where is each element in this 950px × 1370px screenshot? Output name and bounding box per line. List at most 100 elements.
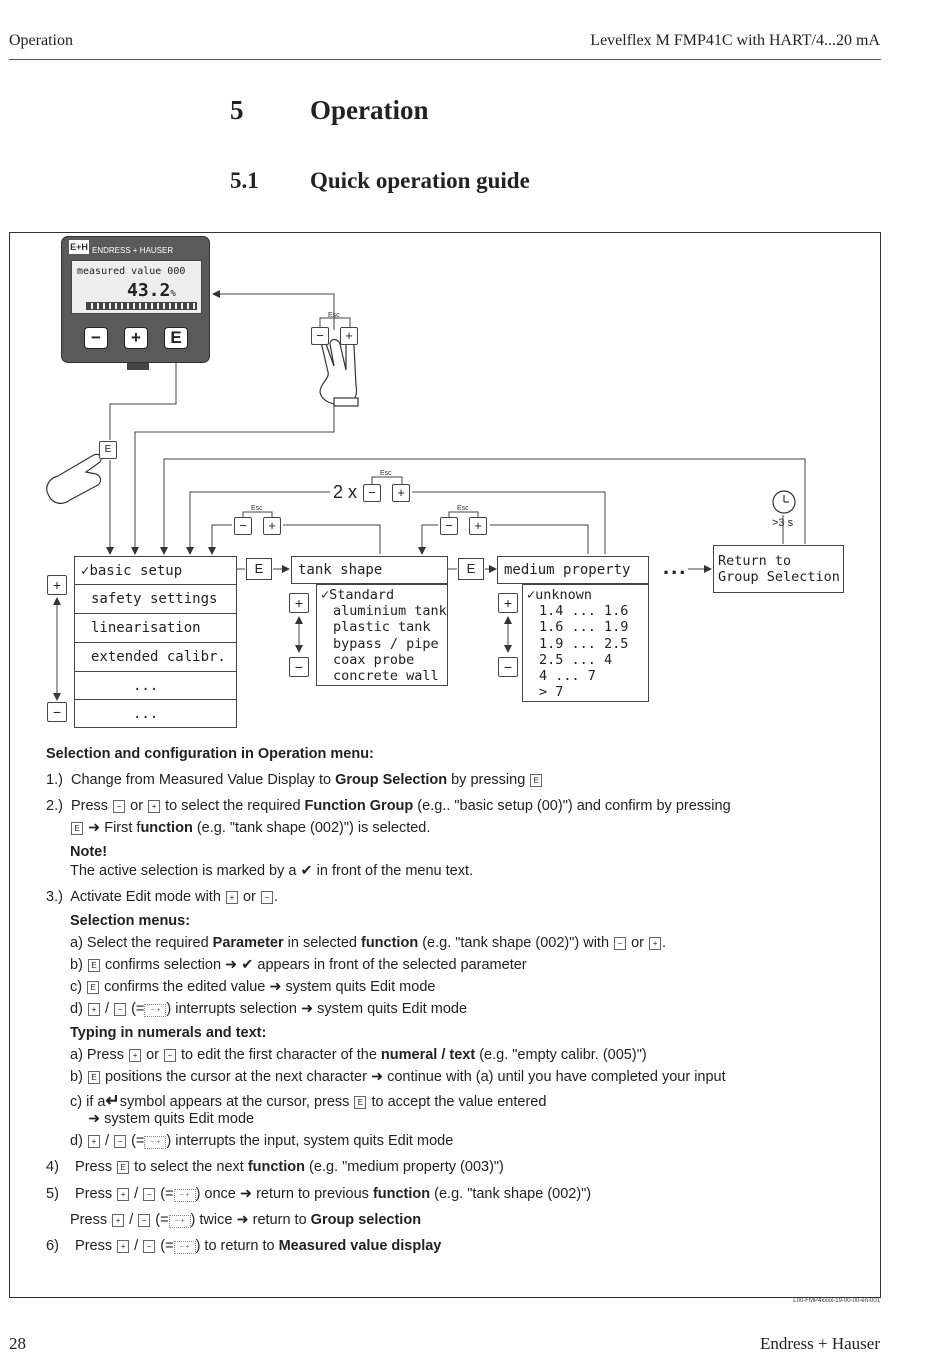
minus-key-icon: − xyxy=(138,1214,151,1227)
typing-heading: Typing in numerals and text: xyxy=(70,1025,267,1041)
medium-option-4[interactable]: 2.5 ... 4 xyxy=(539,652,613,668)
step-text: to edit the first character of the xyxy=(181,1047,381,1063)
step-text: or xyxy=(130,798,144,814)
plus-key-icon: + xyxy=(129,1049,142,1062)
step-text: to select the required xyxy=(165,798,305,814)
minus-key-tank[interactable]: − xyxy=(289,657,309,677)
step-bold: Group selection xyxy=(310,1212,422,1228)
lcd-value: 43.2% xyxy=(127,280,176,301)
plus-key-esc-b[interactable]: + xyxy=(469,517,487,535)
device-e-button[interactable]: E xyxy=(164,327,188,349)
step-5b: Press + / − (=− +) twice ➜ return to Gro… xyxy=(70,1212,421,1228)
typ-d: d) + / − (=− +) interrupts the input, sy… xyxy=(70,1133,453,1149)
medium-option-3[interactable]: 1.9 ... 2.5 xyxy=(539,636,629,652)
e-key-to-function[interactable]: E xyxy=(246,558,272,580)
checkmark-icon: ✓ xyxy=(527,587,536,603)
group-item-more-1[interactable]: ... xyxy=(75,672,236,700)
step-number: 5) xyxy=(46,1186,59,1202)
section-heading: 5.1 Quick operation guide xyxy=(230,168,530,194)
group-selection-menu: ✓basic setup safety settings linearisati… xyxy=(74,556,237,728)
plus-key-esc-a[interactable]: + xyxy=(263,517,281,535)
tank-option-bypass[interactable]: bypass / pipe xyxy=(333,636,439,652)
timeout-label: >3 s xyxy=(772,517,794,529)
minus-key-esc-a[interactable]: − xyxy=(234,517,252,535)
step-text: ) interrupts the input, system quits Edi… xyxy=(166,1133,454,1149)
return-to-group-box: Return to Group Selection xyxy=(713,545,844,593)
minus-key-esc-top[interactable]: − xyxy=(311,327,329,345)
tank-option-aluminium[interactable]: aluminium tank xyxy=(333,603,447,619)
step-bold: function xyxy=(372,1186,431,1202)
plus-key-icon: + xyxy=(112,1214,125,1227)
device-connector xyxy=(127,363,149,370)
tank-option-plastic[interactable]: plastic tank xyxy=(333,619,431,635)
e-key-icon: E xyxy=(117,1161,130,1174)
group-item-basic-setup[interactable]: ✓basic setup xyxy=(75,557,236,585)
minus-key-group[interactable]: − xyxy=(47,702,67,722)
minus-key-2x[interactable]: − xyxy=(363,484,381,502)
medium-option-1[interactable]: 1.4 ... 1.6 xyxy=(539,603,629,619)
step-3: 3.) Activate Edit mode with + or −. xyxy=(46,889,278,905)
plus-key-esc-top[interactable]: + xyxy=(340,327,358,345)
checkmark-icon: ✓ xyxy=(321,587,330,603)
step-text: / xyxy=(104,1001,109,1017)
tank-option-standard[interactable]: ✓Standard xyxy=(321,587,394,604)
medium-property-options: ✓unknown 1.4 ... 1.6 1.6 ... 1.9 1.9 ...… xyxy=(522,584,649,702)
group-item-more-2[interactable]: ... xyxy=(133,706,159,722)
medium-option-2[interactable]: 1.6 ... 1.9 xyxy=(539,619,629,635)
device-plus-button[interactable]: + xyxy=(124,327,148,349)
step-text: symbol appears at the cursor, press xyxy=(119,1094,350,1110)
step-text: ) to return to xyxy=(195,1238,279,1254)
step-text: / xyxy=(104,1133,109,1149)
step-text: . xyxy=(662,935,667,951)
e-key-icon: E xyxy=(87,1071,100,1084)
device-brand: ENDRESS + HAUSER xyxy=(92,246,174,255)
medium-option-unknown[interactable]: ✓unknown xyxy=(527,587,592,604)
step-text: Press xyxy=(75,1159,113,1175)
group-item-safety-settings[interactable]: safety settings xyxy=(75,585,236,614)
device-minus-button[interactable]: − xyxy=(84,327,108,349)
step-6: 6) Press + / − (=− +) to return to Measu… xyxy=(46,1238,441,1254)
e-key-to-next-function[interactable]: E xyxy=(458,558,484,580)
step-number: 6) xyxy=(46,1238,59,1254)
step-text: Press xyxy=(70,798,109,814)
tank-option-concrete[interactable]: concrete wall xyxy=(333,668,439,684)
minus-key-icon: − xyxy=(143,1240,156,1253)
minus-key-esc-b[interactable]: − xyxy=(440,517,458,535)
section-number: 5.1 xyxy=(230,168,259,193)
step-4: 4) Press E to select the next function (… xyxy=(46,1159,504,1175)
plus-key-tank[interactable]: + xyxy=(289,593,309,613)
step-text: ) twice ➜ return to xyxy=(190,1212,311,1228)
minus-key-icon: − xyxy=(164,1049,176,1062)
step-bold: Measured value display xyxy=(278,1238,442,1254)
esc-label-1: Esc xyxy=(328,312,340,319)
plus-key-2x[interactable]: + xyxy=(392,484,410,502)
section-title: Quick operation guide xyxy=(310,168,530,193)
checkmark-icon: ✔ xyxy=(300,863,313,879)
group-item-extended-calibr[interactable]: extended calibr. xyxy=(75,643,236,672)
medium-option-5[interactable]: 4 ... 7 xyxy=(539,668,596,684)
step-number: 4) xyxy=(46,1159,59,1175)
header-section-title: Operation xyxy=(9,32,73,49)
lcd-bargraph xyxy=(86,302,197,310)
minus-key-icon: − xyxy=(113,800,126,813)
esc-keys-icon: − + xyxy=(173,1189,196,1202)
header-rule xyxy=(9,59,881,60)
plus-key-medium[interactable]: + xyxy=(498,593,518,613)
medium-option-6[interactable]: > 7 xyxy=(539,684,564,700)
minus-key-medium[interactable]: − xyxy=(498,657,518,677)
step-bold: function xyxy=(361,935,419,951)
plus-key-group[interactable]: + xyxy=(47,575,67,595)
e-key-icon: E xyxy=(530,774,543,787)
step-text: in selected xyxy=(283,935,361,951)
group-item-linearisation[interactable]: linearisation xyxy=(75,614,236,643)
e-key-enter[interactable]: E xyxy=(99,441,117,459)
tank-option-coax[interactable]: coax probe xyxy=(333,652,415,668)
minus-key-icon: − xyxy=(114,1135,127,1148)
chapter-title: Operation xyxy=(310,95,429,125)
device-lcd: measured value 000 43.2% xyxy=(71,260,202,314)
step-number: 3.) xyxy=(46,889,63,905)
step-text: . xyxy=(273,889,278,905)
footer-brand: Endress + Hauser xyxy=(759,1334,880,1353)
